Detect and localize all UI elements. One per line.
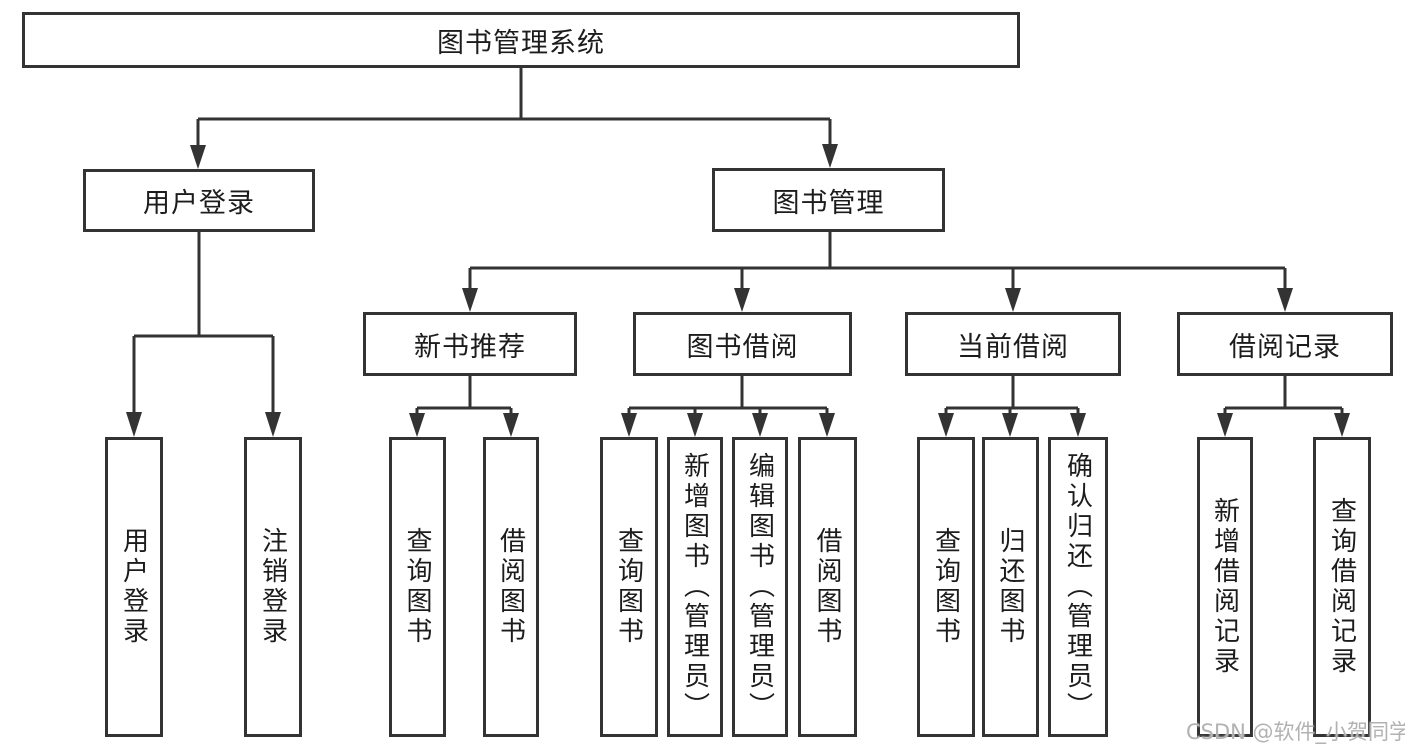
leaf-add-book-admin: 新增图书（管理员） bbox=[667, 437, 723, 737]
leaf-edit-book-admin-label: 编辑图书（管理员） bbox=[744, 452, 775, 722]
node-borrow-records-label: 借阅记录 bbox=[1229, 331, 1341, 363]
leaf-query-borrow-record: 查询借阅记录 bbox=[1313, 437, 1371, 737]
node-current-borrow-label: 当前借阅 bbox=[957, 331, 1069, 363]
node-root: 图书管理系统 bbox=[22, 12, 1020, 68]
leaf-borrow-query-book: 查询图书 bbox=[600, 437, 658, 737]
node-book-borrow-label: 图书借阅 bbox=[686, 331, 799, 363]
node-book-borrow: 图书借阅 bbox=[633, 312, 852, 376]
leaf-user-login: 用户登录 bbox=[105, 437, 163, 737]
node-borrow-records: 借阅记录 bbox=[1177, 312, 1393, 376]
node-root-label: 图书管理系统 bbox=[437, 27, 605, 59]
leaf-current-query-book-label: 查询图书 bbox=[930, 527, 961, 647]
leaf-borrow-book-label: 借阅图书 bbox=[812, 527, 842, 647]
node-user-login-label: 用户登录 bbox=[143, 188, 255, 219]
node-new-book-recommend: 新书推荐 bbox=[363, 312, 577, 376]
leaf-confirm-return-admin-label: 确认归还（管理员） bbox=[1062, 452, 1093, 722]
leaf-add-book-admin-label: 新增图书（管理员） bbox=[679, 452, 710, 722]
node-user-login: 用户登录 bbox=[83, 169, 315, 232]
leaf-confirm-return-admin: 确认归还（管理员） bbox=[1048, 437, 1108, 737]
csdn-watermark: CSDN @软件_小贺同学 bbox=[1186, 720, 1405, 744]
leaf-user-login-label: 用户登录 bbox=[118, 527, 149, 647]
leaf-recommend-query-book: 查询图书 bbox=[389, 437, 446, 737]
leaf-recommend-borrow-book: 借阅图书 bbox=[483, 437, 539, 737]
leaf-logout: 注销登录 bbox=[244, 437, 302, 737]
leaf-add-borrow-record-label: 新增借阅记录 bbox=[1209, 497, 1240, 677]
leaf-add-borrow-record: 新增借阅记录 bbox=[1197, 437, 1253, 737]
leaf-return-book: 归还图书 bbox=[982, 437, 1039, 737]
leaf-recommend-query-book-label: 查询图书 bbox=[402, 527, 432, 647]
leaf-borrow-query-book-label: 查询图书 bbox=[613, 527, 644, 647]
arrowheads bbox=[126, 144, 1350, 437]
leaf-recommend-borrow-book-label: 借阅图书 bbox=[495, 527, 526, 647]
leaf-current-query-book: 查询图书 bbox=[917, 437, 975, 737]
leaf-query-borrow-record-label: 查询借阅记录 bbox=[1326, 497, 1357, 677]
leaf-edit-book-admin: 编辑图书（管理员） bbox=[732, 437, 788, 737]
node-new-book-recommend-label: 新书推荐 bbox=[414, 331, 526, 363]
leaf-return-book-label: 归还图书 bbox=[995, 527, 1025, 647]
node-current-borrow: 当前借阅 bbox=[905, 312, 1121, 376]
leaf-borrow-book: 借阅图书 bbox=[798, 437, 857, 737]
node-book-management-label: 图书管理 bbox=[772, 187, 885, 219]
node-book-management: 图书管理 bbox=[712, 168, 945, 232]
tree-edges bbox=[132, 68, 1344, 417]
leaf-logout-label: 注销登录 bbox=[257, 527, 288, 647]
